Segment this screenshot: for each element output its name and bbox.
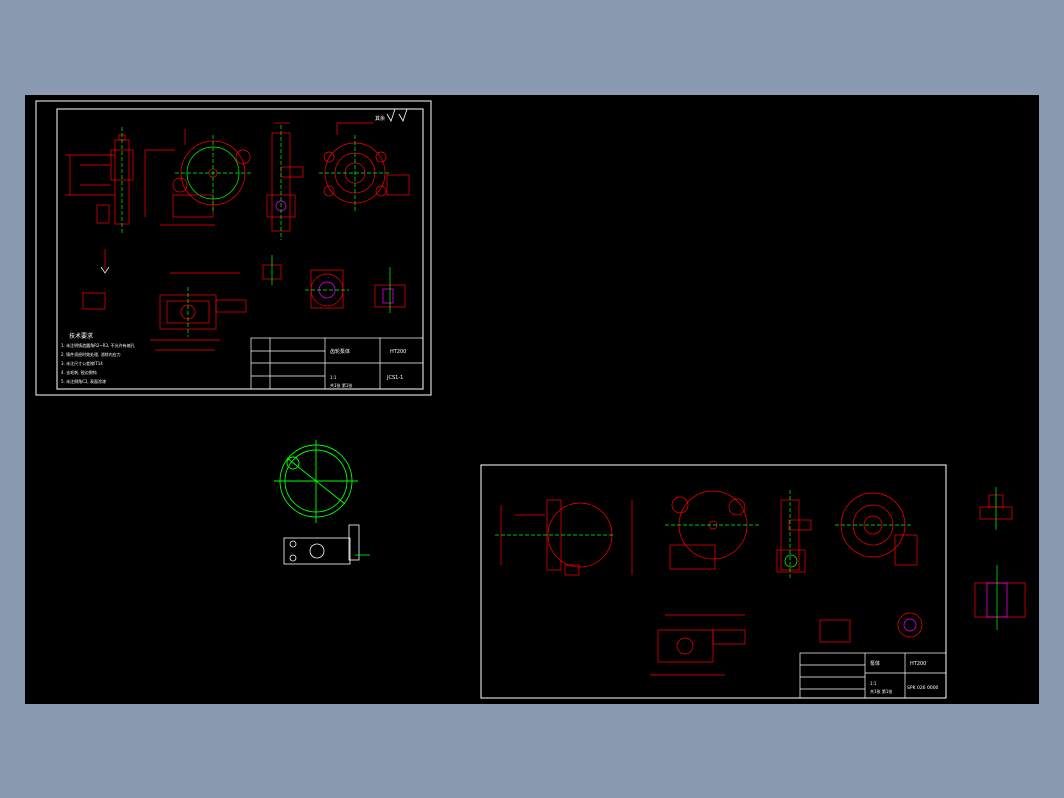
tb2-scale: 1:1 bbox=[870, 681, 877, 686]
tb1-drawing-no: JCS1-1 bbox=[386, 375, 403, 381]
tb2-material: HT200 bbox=[910, 661, 926, 667]
technical-notes: 技术要求 1. 未注明铸造圆角R2~R3, 不允许有缩孔 2. 铸件须经时效处理… bbox=[61, 332, 135, 384]
tb1-sheet: 共1张 第1张 bbox=[330, 382, 352, 388]
cad-canvas[interactable]: 其余 bbox=[25, 95, 1039, 704]
part-view-flange bbox=[319, 122, 410, 213]
part-view-side-left bbox=[65, 127, 134, 235]
part-view-top bbox=[150, 272, 247, 351]
part-view-section-c bbox=[305, 269, 349, 309]
part-view-section-d bbox=[374, 267, 406, 313]
part-view-front-circle bbox=[144, 129, 251, 226]
s2-view-1 bbox=[495, 499, 615, 576]
note-1: 1. 未注明铸造圆角R2~R3, 不允许有缩孔 bbox=[61, 342, 135, 348]
part-view-side-right bbox=[266, 122, 304, 240]
notes-title: 技术要求 bbox=[69, 332, 93, 340]
sheet-2-border bbox=[480, 464, 947, 699]
note-5: 5. 未注倒角C1, 表面涂漆 bbox=[61, 378, 106, 384]
loose-circle-view[interactable] bbox=[274, 440, 358, 523]
roughness-symbol: 其余 bbox=[375, 108, 408, 122]
sheet-1-border bbox=[35, 100, 432, 396]
tb1-material: HT200 bbox=[390, 349, 406, 355]
s2-view-2 bbox=[631, 490, 760, 575]
tb2-sheet: 共1张 第1张 bbox=[870, 688, 892, 694]
loose-bracket-view[interactable] bbox=[283, 524, 370, 565]
tb1-part-name: 齿轮泵体 bbox=[330, 348, 350, 355]
note-3: 3. 未注尺寸公差按IT14 bbox=[61, 360, 103, 366]
note-4: 4. 去毛刺, 锐边倒钝 bbox=[61, 369, 97, 375]
cad-model-space[interactable]: 其余 bbox=[25, 95, 1039, 704]
drawing-sheet-1[interactable]: 其余 bbox=[35, 100, 432, 396]
tb1-scale: 1:1 bbox=[330, 375, 337, 380]
loose-detail-lower[interactable] bbox=[974, 565, 1026, 630]
s2-view-3 bbox=[776, 490, 812, 580]
sheet-1-inner-frame bbox=[56, 108, 424, 390]
s2-view-section-small bbox=[819, 612, 923, 643]
title-block-sheet-1 bbox=[250, 337, 424, 390]
s2-view-top bbox=[650, 614, 746, 676]
note-2: 2. 铸件须经时效处理, 消除内应力 bbox=[61, 351, 121, 357]
title-block-sheet-2 bbox=[799, 652, 947, 699]
drawing-sheet-2[interactable]: 泵体 HT200 SPK 026 0000 1:1 共1张 第1张 bbox=[480, 464, 947, 699]
part-view-section-a bbox=[82, 249, 110, 310]
tb2-drawing-no: SPK 026 0000 bbox=[907, 685, 939, 691]
part-view-section-b bbox=[262, 255, 282, 285]
s2-view-4 bbox=[835, 492, 918, 566]
loose-detail-upper[interactable] bbox=[979, 487, 1013, 530]
roughness-note: 其余 bbox=[375, 115, 385, 122]
tb2-part-name: 泵体 bbox=[870, 660, 880, 667]
